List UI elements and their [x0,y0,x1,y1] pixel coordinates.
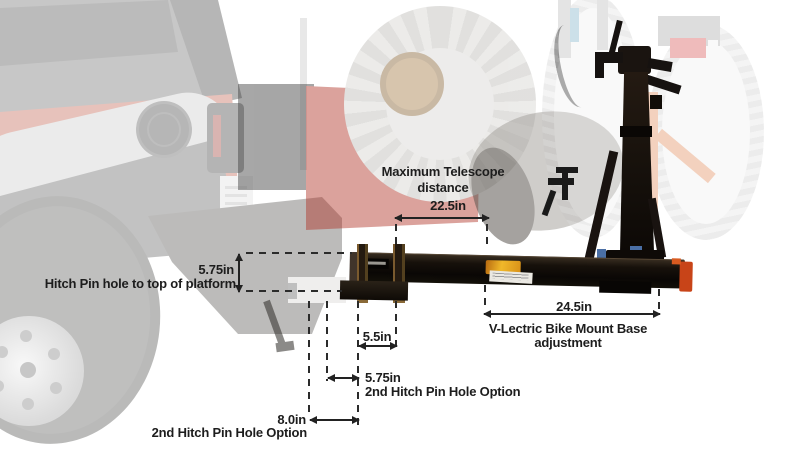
jeep-license-plate [220,176,253,228]
beam-under-block [599,280,652,294]
jeep-fuel-door [136,101,192,158]
beam-end-tab [671,258,681,265]
base-adjustment-label-line1: V-Lectric Bike Mount Base [488,321,648,336]
fat-bike-wheel-right [648,24,764,240]
spare-tire-hub [380,52,444,116]
mast-arm-right-lower [644,74,682,95]
pin-option-mid-value: 5.75in [365,370,401,385]
bike-fork-right [597,0,608,50]
pin-option-large-value: 8.0in [277,412,306,427]
pin-spacing-small-arrow [358,342,398,350]
pin-spacing-small-value: 5.5in [362,329,392,344]
pin-line-mid [357,301,359,425]
base-extension-left [484,285,486,309]
pin-line-outer [308,301,310,418]
mast-band [620,126,652,137]
pedal-platform [548,178,574,185]
bike-cargo-rack [658,16,720,46]
mast-leg-left [584,150,619,260]
beam-end-cap [679,261,693,292]
pin-option-large-label: 2nd Hitch Pin Hole Option [151,425,308,440]
mast-head [618,46,651,74]
tailgate-hinge [300,18,307,170]
telescope-label-line1: Maximum Telescope [381,164,505,179]
telescope-label-line2: distance [417,180,469,195]
base-adjustment-arrow [483,310,661,318]
base-extension-right [658,289,660,310]
bike-detail-blue [570,8,579,42]
jeep-body-panel [0,94,242,250]
jeep-alloy-wheel [0,316,84,426]
pin-hole-extension [246,290,342,292]
bike-fork-left [558,0,571,58]
platform-height-value: 5.75in [198,262,234,277]
pin-option-mid-label: 2nd Hitch Pin Hole Option [365,384,521,399]
bracket-plate-front [357,244,368,303]
jeep-taillight [207,103,244,173]
mast-arm-hook [595,52,604,78]
bike-taillight [670,38,718,58]
pin-line-inner [326,301,328,381]
pin-option-mid-arrow [327,374,360,382]
platform-height-arrow [235,253,243,293]
pin-option-large-arrow [309,416,360,424]
pedal-crank [562,172,568,200]
pin-line-right [395,301,397,345]
platform-height-label: Hitch Pin hole to top of platform [44,276,236,291]
tailgate-opening [238,84,314,190]
jeep-hardtop [0,0,232,120]
telescope-extension-right [486,224,488,250]
hitch-shank [339,280,409,301]
telescope-arrow [394,214,490,222]
base-adjustment-label-line2: adjustment [534,335,602,350]
mast-arm-left [595,52,623,63]
telescope-value: 22.5in [430,198,466,213]
telescope-extension-left [395,224,397,250]
mast-knob [650,95,662,109]
mast-arm-right-upper [647,57,673,73]
base-adjustment-value: 24.5in [556,299,592,314]
mast-column [620,72,654,252]
platform-top-extension [246,252,352,254]
pedal-silhouette [556,167,578,173]
clamp-blue-small [597,249,606,258]
